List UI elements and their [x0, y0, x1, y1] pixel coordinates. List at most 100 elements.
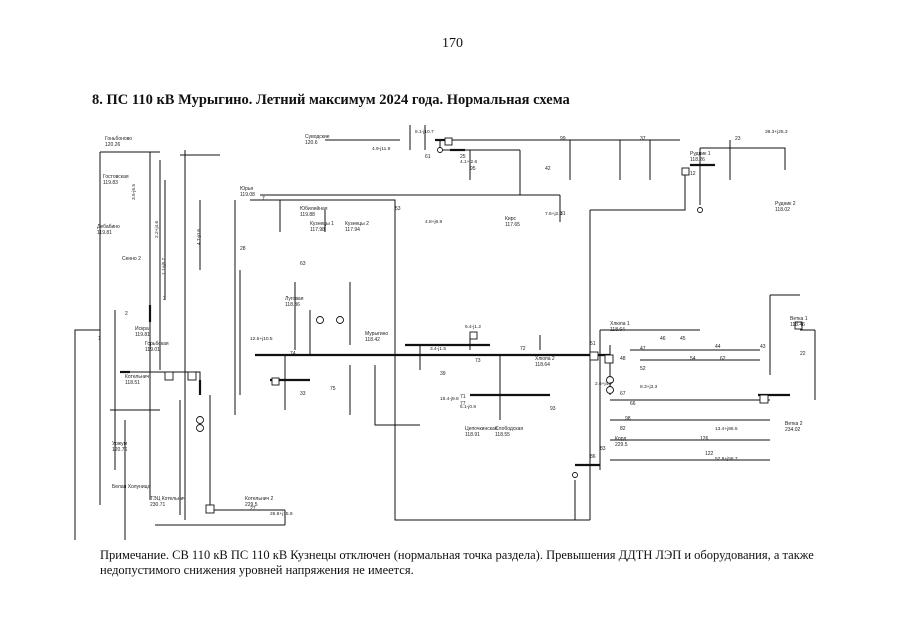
line-number: 51 — [590, 341, 596, 347]
line-number: 83 — [600, 446, 606, 452]
node-symbol — [697, 207, 703, 213]
line-number: 99 — [560, 136, 566, 142]
substation-name: Слободская — [495, 426, 523, 432]
flow-label: 13.4+j86.5 — [715, 426, 738, 432]
substation-voltage: 118.26 — [690, 157, 705, 163]
flow-label: 4.7-j0.6 — [196, 229, 202, 245]
substation-voltage: 119.81 — [135, 332, 150, 338]
page-title: 8. ПС 110 кВ Мурыгино. Летний максимум 2… — [92, 92, 570, 108]
substation-voltage: 234.02 — [785, 427, 801, 433]
substation-voltage: 119.08 — [240, 192, 255, 198]
line-number: 37 — [640, 136, 646, 142]
line — [74, 329, 100, 540]
line-number: 95 — [470, 166, 476, 172]
transformer-symbol — [606, 376, 614, 384]
substation-name: Луговая — [285, 296, 304, 302]
line — [700, 147, 786, 170]
substation-name: Кирс — [505, 216, 516, 222]
substation-voltage: 118.51 — [125, 380, 140, 386]
line-number: 75 — [330, 386, 336, 392]
line-number: 63 — [300, 261, 306, 267]
line-number: 46 — [660, 336, 666, 342]
line-number: 86 — [590, 454, 596, 460]
flow-label: 1.1+j5.2 — [161, 257, 167, 275]
line-number: 31 — [560, 211, 566, 217]
substation-voltage: 119.83 — [103, 180, 118, 186]
transformer-symbol — [316, 316, 324, 324]
substation-name: Сенно 2 — [122, 256, 141, 262]
transformer-symbol — [606, 386, 614, 394]
line-number: 54 — [690, 356, 696, 362]
substation-voltage: 117.98 — [310, 227, 325, 233]
page-number: 170 — [442, 36, 463, 51]
line — [590, 170, 686, 211]
breaker-symbol — [444, 137, 453, 146]
substation-name: Юбилейная — [300, 205, 328, 212]
substation-voltage: 118.02 — [775, 207, 790, 213]
substation-name: Уржум — [112, 441, 128, 447]
line-number: 23 — [735, 136, 741, 142]
line-number: 74 — [290, 351, 296, 357]
line-number: 25 — [460, 154, 466, 160]
node-symbol — [572, 472, 578, 478]
node-symbol — [437, 147, 443, 153]
line-number: 126 — [700, 436, 709, 442]
line-number: 52 — [640, 366, 646, 372]
flow-label: 3.4-j1.5 — [430, 346, 446, 352]
substation-voltage: 119.88 — [300, 212, 315, 218]
line-number: 47 — [640, 346, 646, 352]
substation-name: Кузнецы 2 — [345, 221, 369, 227]
flow-label: 7.6+j2.4 — [545, 211, 563, 217]
substation-voltage: 229.5 — [615, 442, 628, 448]
substation-name: Гостовская — [103, 174, 129, 180]
line-number: 48 — [620, 356, 626, 362]
substation-name: Хлюпа 2 — [535, 356, 555, 362]
line-number: 1 — [98, 336, 101, 342]
flow-label: 18.4-j9.8 — [440, 396, 459, 402]
breaker-symbol — [469, 331, 478, 340]
substation-name: Котельнич 2 — [245, 496, 274, 502]
substation-name: Мурыгино — [365, 331, 388, 337]
substation-voltage: 120.6 — [305, 140, 318, 146]
flow-label: 4.9-j11.9 — [372, 146, 391, 152]
line-number: 122 — [705, 451, 714, 457]
line-number: 67 — [620, 391, 626, 397]
substation-voltage: 118.55 — [495, 432, 510, 438]
substation-voltage: 117.94 — [345, 227, 360, 233]
line-number: 66 — [630, 401, 636, 407]
substation-voltage: 118.36 — [285, 302, 300, 308]
substation-voltage: 118.46 — [790, 322, 805, 328]
transformer-symbol — [196, 416, 204, 424]
flow-label: 6.4-j1.2 — [465, 324, 481, 330]
substation-voltage: 118.64 — [535, 362, 550, 368]
substation-name: Хлюпа 1 — [610, 321, 630, 327]
line-number: 44 — [715, 344, 721, 350]
line — [374, 365, 420, 426]
line-number: 3 — [163, 296, 166, 302]
line-number: 27 — [250, 506, 256, 512]
flow-label: 8.1-j10.7 — [415, 129, 434, 135]
substation-voltage: 118.64 — [610, 327, 625, 333]
substation-voltage: 118.42 — [365, 337, 380, 343]
breaker-symbol — [187, 371, 197, 381]
line-number: 71 — [460, 394, 466, 400]
line-number: 43 — [760, 344, 766, 350]
line-number: 12 — [690, 171, 696, 177]
line — [394, 210, 590, 521]
line — [100, 151, 151, 500]
line-number: 45 — [680, 336, 686, 342]
breaker-symbol — [205, 504, 215, 514]
substation-name: Корд — [615, 436, 626, 442]
line-number: 2 — [125, 311, 128, 317]
line-number: 93 — [550, 406, 556, 412]
breaker-symbol — [589, 351, 599, 361]
line-number: 33 — [300, 391, 306, 397]
substation-voltage: 120.76 — [112, 447, 128, 453]
substation-voltage: 229.5 — [245, 502, 258, 508]
line-number: 22 — [800, 351, 806, 357]
substation-name: Юрья — [240, 186, 253, 192]
flow-label: 39.3+j25.3 — [765, 129, 788, 135]
substation-name: Ветка 1 — [790, 316, 808, 322]
substation-name: Искра — [135, 326, 149, 332]
